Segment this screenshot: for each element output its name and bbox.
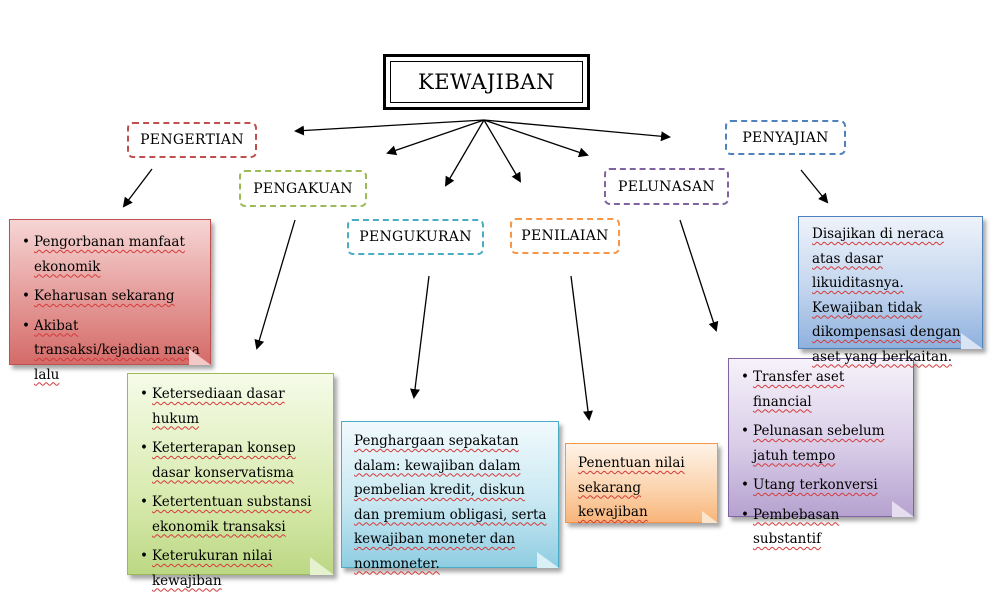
label-pengukuran: PENGUKURAN	[347, 219, 484, 255]
label-penilaian: PENILAIAN	[510, 218, 620, 254]
list-item: Ketersediaan dasar hukum	[138, 382, 325, 431]
page-fold	[892, 501, 914, 517]
note-text: Penghargaan sepakatan dalam: kewajiban d…	[354, 433, 547, 572]
arrow-penilaian-note	[570, 275, 593, 421]
label-pelunasan: PELUNASAN	[604, 168, 729, 205]
note-penilaian: Penentuan nilai sekarang kewajiban	[565, 443, 718, 523]
list-item: Keharusan sekarang	[20, 284, 202, 309]
note-pengukuran: Penghargaan sepakatan dalam: kewajiban d…	[341, 421, 559, 572]
arrow-pengertian-note	[122, 168, 153, 208]
note-pelunasan: Transfer aset financial Pelunasan sebelu…	[728, 358, 914, 547]
list-item: Akibat transaksi/kejadian masa lalu	[20, 314, 202, 388]
arrow-to-pengakuan	[386, 119, 485, 156]
arrow-penyajian-note	[800, 169, 829, 204]
page-fold	[189, 349, 211, 365]
note-pengertian: Pengorbanan manfaat ekonomik Keharusan s…	[9, 219, 211, 383]
note-pengakuan: Ketersediaan dasar hukum Keterterapan ko…	[127, 373, 334, 589]
arrow-to-penilaian-2	[483, 119, 589, 158]
connector-arrows	[122, 119, 829, 421]
list-item: Utang terkonversi	[739, 473, 905, 498]
page-title: KEWAJIBAN	[390, 61, 583, 103]
label-pengakuan: PENGAKUAN	[239, 170, 367, 207]
list-item: Keterukuran nilai kewajiban	[138, 544, 325, 593]
list-item: Pembebasan substantif	[739, 503, 905, 552]
note-penyajian: Disajikan di neraca atas dasar likuidita…	[798, 216, 983, 365]
list-item: Pengorbanan manfaat ekonomik	[20, 230, 202, 279]
arrow-to-penilaian-1	[483, 119, 522, 183]
list-item: Pelunasan sebelum jatuh tempo	[739, 419, 905, 468]
arrow-to-pengertian	[294, 119, 485, 136]
page-fold	[537, 552, 559, 568]
arrow-to-penyajian	[483, 119, 671, 142]
arrow-pengakuan-note	[254, 219, 296, 350]
note-text: Disajikan di neraca atas dasar likuidita…	[812, 226, 961, 365]
title-box: KEWAJIBAN	[383, 54, 590, 110]
note-text: Penentuan nilai sekarang kewajiban	[578, 455, 685, 520]
page-fold	[702, 511, 718, 523]
arrow-to-pengukuran	[444, 119, 485, 187]
list-item: Transfer aset financial	[739, 365, 905, 414]
label-pengertian: PENGERTIAN	[127, 122, 257, 158]
page-fold	[961, 333, 983, 349]
arrow-pelunasan-note	[679, 219, 719, 332]
page-fold	[310, 557, 334, 575]
list-item: Keterterapan konsep dasar konservatisma	[138, 436, 325, 485]
arrow-pengukuran-note	[410, 275, 430, 399]
list-item: Ketertentuan substansi ekonomik transaks…	[138, 490, 325, 539]
label-penyajian: PENYAJIAN	[725, 120, 846, 155]
